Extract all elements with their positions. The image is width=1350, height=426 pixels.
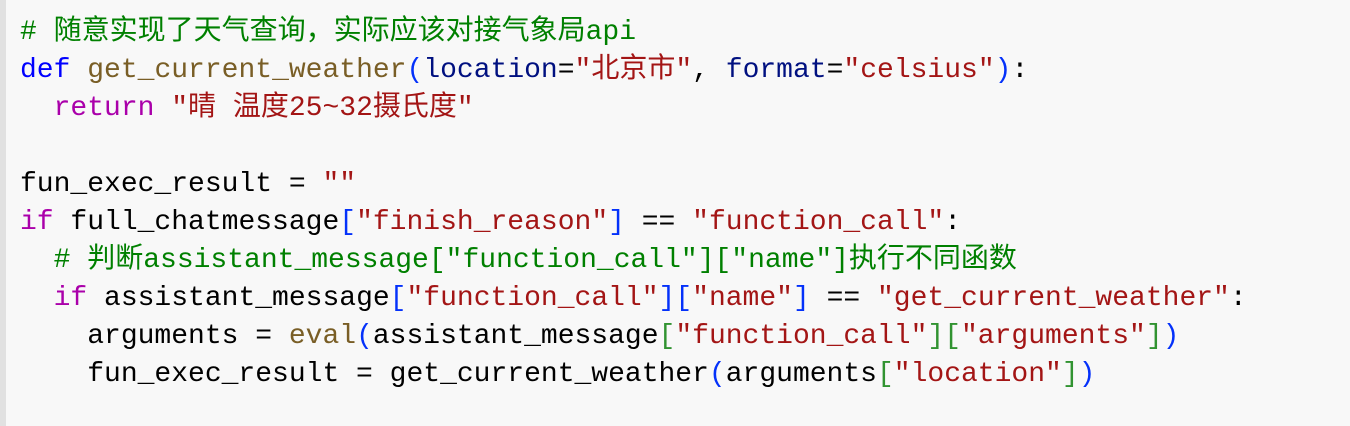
bracket-close: ] <box>1145 321 1163 352</box>
string-key: "arguments" <box>961 321 1146 352</box>
bracket-open: [ <box>876 359 894 390</box>
comma: , <box>692 55 726 86</box>
string-compare: "get_current_weather" <box>877 283 1230 314</box>
operator-assign: = <box>826 55 844 86</box>
operator-assign: = <box>557 55 575 86</box>
indent <box>20 283 54 314</box>
paren-open: ( <box>406 55 424 86</box>
bracket-close: ] <box>608 207 625 238</box>
indent <box>20 93 54 124</box>
paren-close: ) <box>1078 359 1096 390</box>
keyword-if: if <box>53 283 88 314</box>
code-line-7: # 判断assistant_message["function_call"]["… <box>20 242 1247 280</box>
identifier: assistant_message <box>372 321 659 352</box>
bracket-close: ] <box>1061 359 1079 390</box>
keyword-return: return <box>53 93 155 124</box>
function-name: get_current_weather <box>87 55 407 86</box>
string-empty: "" <box>322 169 357 200</box>
identifier: assistant_message <box>87 283 390 314</box>
comment: # 判断assistant_message["function_call"]["… <box>53 245 1017 276</box>
code-line-9: arguments = eval(assistant_message["func… <box>20 318 1247 356</box>
builtin-eval: eval <box>288 321 357 352</box>
string-key: "function_call" <box>406 283 659 314</box>
indent <box>20 245 54 276</box>
param-format: format <box>725 55 827 86</box>
code-line-5: fun_exec_result = "" <box>20 166 1247 204</box>
code-line-8: if assistant_message["function_call"]["n… <box>20 280 1247 318</box>
bracket-open: [ <box>339 207 357 238</box>
keyword-if: if <box>20 207 54 238</box>
colon: : <box>944 207 962 238</box>
string-return-value: "晴 温度25~32摄氏度" <box>171 93 474 124</box>
code-line-3: return "晴 温度25~32摄氏度" <box>20 90 1247 128</box>
string-key: "location" <box>893 359 1062 390</box>
code-line-6: if full_chatmessage["finish_reason"] == … <box>20 204 1247 242</box>
paren-open: ( <box>708 359 726 390</box>
assignment: fun_exec_result = <box>20 169 323 200</box>
bracket-close: ] <box>792 283 810 314</box>
colon: : <box>1011 55 1029 86</box>
identifier: arguments <box>725 359 877 390</box>
code-content[interactable]: # 随意实现了天气查询，实际应该对接气象局api def get_current_… <box>20 14 1247 394</box>
bracket-pair: ][ <box>927 321 961 352</box>
assignment: arguments = <box>20 321 289 352</box>
code-line-10: fun_exec_result = get_current_weather(ar… <box>20 356 1247 394</box>
whitespace <box>70 55 87 86</box>
string-key: "function_call" <box>675 321 928 352</box>
code-line-4-empty <box>20 128 1247 166</box>
colon: : <box>1229 283 1247 314</box>
param-location: location <box>423 55 558 86</box>
identifier: full_chatmessage <box>53 207 340 238</box>
bracket-open: [ <box>389 283 407 314</box>
string-default-location: "北京市" <box>574 55 693 86</box>
paren-open: ( <box>356 321 373 352</box>
paren-close: ) <box>1162 321 1180 352</box>
code-line-2: def get_current_weather(location="北京市", … <box>20 52 1247 90</box>
comment: # 随意实现了天气查询，实际应该对接气象局api <box>20 17 637 48</box>
string-key: "finish_reason" <box>356 207 609 238</box>
bracket-open: [ <box>658 321 676 352</box>
assignment-call: fun_exec_result = get_current_weather <box>20 359 709 390</box>
string-key: "name" <box>692 283 793 314</box>
bracket-pair: ][ <box>658 283 693 314</box>
code-line-1: # 随意实现了天气查询，实际应该对接气象局api <box>20 14 1247 52</box>
whitespace <box>154 93 171 124</box>
string-compare: "function_call" <box>692 207 945 238</box>
operator-eq: == <box>809 283 877 314</box>
keyword-def: def <box>20 55 71 86</box>
paren-close: ) <box>994 55 1012 86</box>
operator-eq: == <box>624 207 693 238</box>
string-default-format: "celsius" <box>843 55 995 86</box>
